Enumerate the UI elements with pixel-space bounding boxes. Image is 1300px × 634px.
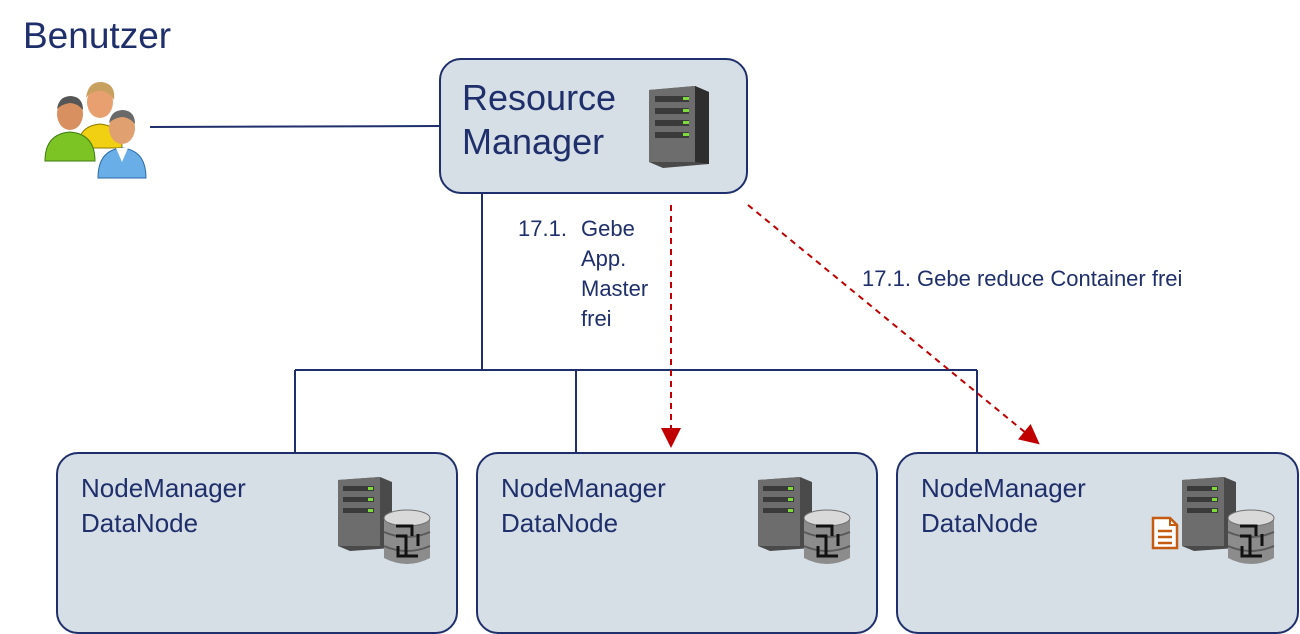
nm-label-line2: DataNode — [501, 508, 619, 538]
nm-label-line1: NodeManager — [921, 473, 1086, 503]
nm-label-line1: NodeManager — [501, 473, 666, 503]
users-icon — [44, 81, 147, 179]
annotation-line-2: App. — [581, 246, 627, 271]
server-icon — [1182, 477, 1236, 551]
document-icon — [1151, 516, 1179, 550]
annotation-line-3: Master — [581, 276, 649, 301]
node-manager-box-2: NodeManager DataNode — [476, 452, 878, 634]
server-database-icon — [1182, 477, 1275, 564]
rm-label-line1: Resource — [462, 77, 617, 118]
annotation-line-4: frei — [581, 306, 612, 331]
release-reduce-annotation: 17.1. Gebe reduce Container frei — [862, 266, 1183, 291]
database-icon — [1227, 509, 1275, 564]
node-manager-box-1: NodeManager DataNode — [56, 452, 458, 634]
nm-label-line1: NodeManager — [81, 473, 246, 503]
node-manager-box-3: NodeManager DataNode — [896, 452, 1299, 634]
nm-label-line2: DataNode — [81, 508, 199, 538]
user-to-rm-line — [149, 125, 441, 128]
server-icon — [338, 477, 392, 551]
rm-label-line2: Manager — [462, 121, 605, 162]
server-icon — [649, 86, 709, 168]
server-icon — [758, 477, 812, 551]
resource-manager-box: Resource Manager — [439, 58, 748, 194]
annotation-line-1: Gebe — [581, 216, 635, 241]
server-database-icon — [338, 477, 431, 564]
page-title: Benutzer — [23, 15, 172, 56]
nm-label-line2: DataNode — [921, 508, 1039, 538]
database-icon — [383, 509, 431, 564]
release-app-master-annotation: 17.1. Gebe App. Master frei — [518, 214, 668, 338]
database-icon — [803, 509, 851, 564]
server-database-icon — [758, 477, 851, 564]
annotation-step: 17.1. — [518, 216, 567, 241]
release-reduce-arrow — [747, 204, 1040, 445]
